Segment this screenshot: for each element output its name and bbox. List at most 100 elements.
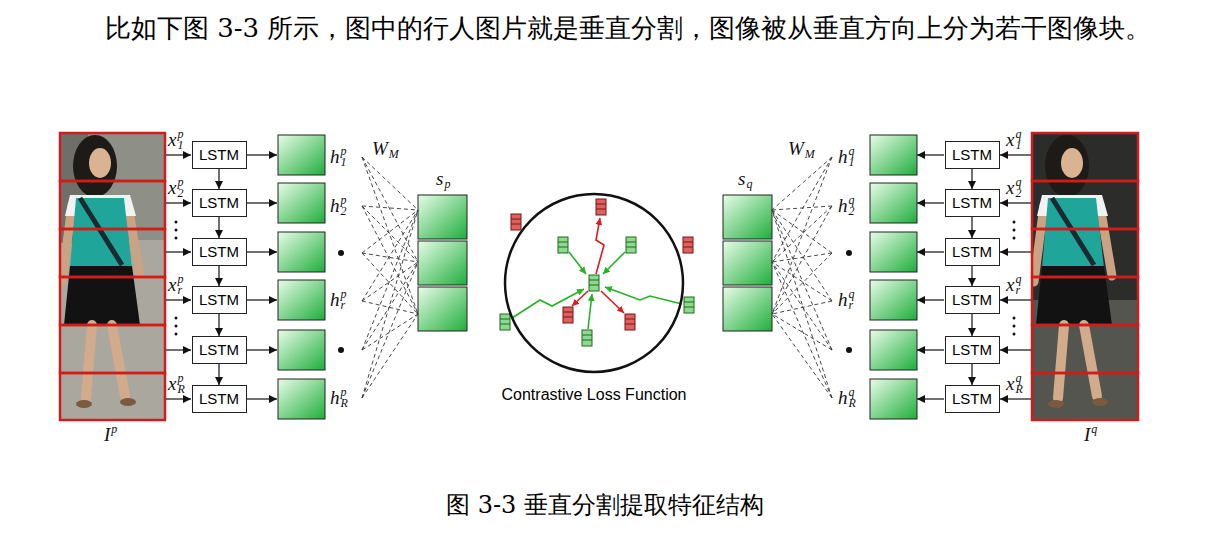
lstm-box: LSTM — [192, 238, 247, 266]
symbol-script: r — [177, 285, 183, 296]
symbol-script: q — [1015, 177, 1021, 188]
math-label: sq — [738, 168, 752, 190]
math-label: hp1 — [330, 146, 347, 168]
symbol-script: p — [341, 289, 347, 300]
math-label: Iq — [1084, 424, 1097, 446]
chain-arrow — [218, 314, 219, 336]
chain-arrow — [218, 217, 219, 238]
symbol-script: R — [1015, 384, 1022, 395]
symbol-script: p — [341, 387, 348, 398]
chain-arrow — [971, 169, 972, 189]
symbol-index: pR — [341, 387, 348, 409]
symbol-base: h — [330, 147, 340, 167]
math-label: hpr — [330, 289, 347, 311]
math-label: xp1 — [168, 129, 183, 151]
node-label: LSTM — [199, 194, 239, 212]
math-label: hq1 — [838, 146, 855, 168]
symbol-base: x — [168, 275, 176, 295]
math-label: hp2 — [330, 195, 347, 217]
node-label: LSTM — [952, 291, 992, 309]
symbol-index: p2 — [341, 195, 347, 217]
chain-arrow — [971, 364, 972, 385]
symbol-script: 1 — [341, 157, 347, 168]
symbol-index: q — [1091, 424, 1097, 446]
symbol-script: q — [1015, 274, 1021, 285]
symbol-index: qR — [1015, 373, 1022, 395]
circle-outline — [480, 190, 708, 376]
symbol-base: I — [104, 425, 110, 445]
node-label: LSTM — [199, 291, 239, 309]
symbol-base: h — [838, 290, 848, 310]
math-label: WM — [372, 138, 399, 160]
symbol-script: p — [177, 177, 183, 188]
node-label: Contrastive Loss Function — [480, 385, 708, 405]
math-label: hpR — [330, 387, 348, 409]
figure-caption: 图 3-3 垂直分割提取特征结构 — [385, 490, 825, 520]
symbol-script: r — [849, 300, 855, 311]
symbol-base: W — [788, 139, 804, 159]
symbol-script: 2 — [1015, 188, 1021, 199]
node-label: LSTM — [199, 146, 239, 164]
lstm-box: LSTM — [192, 141, 247, 169]
symbol-script: 2 — [849, 206, 855, 217]
lstm-box: LSTM — [945, 336, 1000, 364]
symbol-script: R — [849, 398, 856, 409]
node-label: LSTM — [199, 390, 239, 408]
math-label: hqR — [838, 387, 856, 409]
symbol-base: x — [1006, 374, 1014, 394]
symbol-base: h — [330, 388, 340, 408]
chain-arrow — [218, 266, 219, 286]
symbol-index: qR — [849, 387, 856, 409]
symbol-index: p1 — [177, 129, 183, 151]
node-label: LSTM — [952, 194, 992, 212]
symbol-index: p2 — [177, 177, 183, 199]
loss-circle: Contrastive Loss Function — [480, 190, 708, 415]
symbol-index: qr — [849, 289, 855, 311]
lstm-box: LSTM — [192, 286, 247, 314]
symbol-script: p — [177, 274, 183, 285]
chain-arrow — [218, 169, 219, 189]
symbol-script: 1 — [177, 140, 183, 151]
lstm-box: LSTM — [192, 189, 247, 217]
math-label: xp2 — [168, 177, 183, 199]
symbol-script: R — [341, 398, 348, 409]
symbol-script: r — [1015, 285, 1021, 296]
symbol-base: s — [436, 169, 443, 189]
symbol-script: 2 — [177, 188, 183, 199]
node-label: LSTM — [952, 341, 992, 359]
symbol-script: 1 — [849, 157, 855, 168]
symbol-index: p1 — [341, 146, 347, 168]
symbol-index: pr — [177, 274, 183, 296]
math-label: hq2 — [838, 195, 855, 217]
symbol-script: R — [177, 384, 184, 395]
math-label: Ip — [104, 424, 117, 446]
symbol-index: pR — [177, 373, 184, 395]
chain-arrow — [218, 364, 219, 385]
symbol-index: q1 — [849, 146, 855, 168]
symbol-base: h — [838, 147, 848, 167]
symbol-index: q2 — [1015, 177, 1021, 199]
symbol-base: h — [838, 388, 848, 408]
symbol-base: x — [168, 374, 176, 394]
lstm-box: LSTM — [192, 336, 247, 364]
math-label: sp — [436, 168, 450, 190]
symbol-script: p — [444, 179, 450, 190]
symbol-script: q — [849, 146, 855, 157]
math-label: xpr — [168, 274, 183, 296]
math-label: xqr — [1006, 274, 1021, 296]
symbol-base: x — [1006, 178, 1014, 198]
symbol-script: p — [341, 146, 347, 157]
chain-arrow — [971, 314, 972, 336]
node-label: LSTM — [199, 243, 239, 261]
symbol-script: M — [805, 149, 815, 160]
chain-arrow — [971, 266, 972, 286]
symbol-script: q — [849, 195, 855, 206]
symbol-base: x — [1006, 275, 1014, 295]
symbol-base: s — [738, 169, 745, 189]
symbol-base: I — [1084, 425, 1090, 445]
chain-arrow — [971, 217, 972, 238]
symbol-script: q — [849, 289, 855, 300]
symbol-base: h — [330, 290, 340, 310]
symbol-script: p — [177, 373, 184, 384]
symbol-script: p — [111, 424, 117, 435]
